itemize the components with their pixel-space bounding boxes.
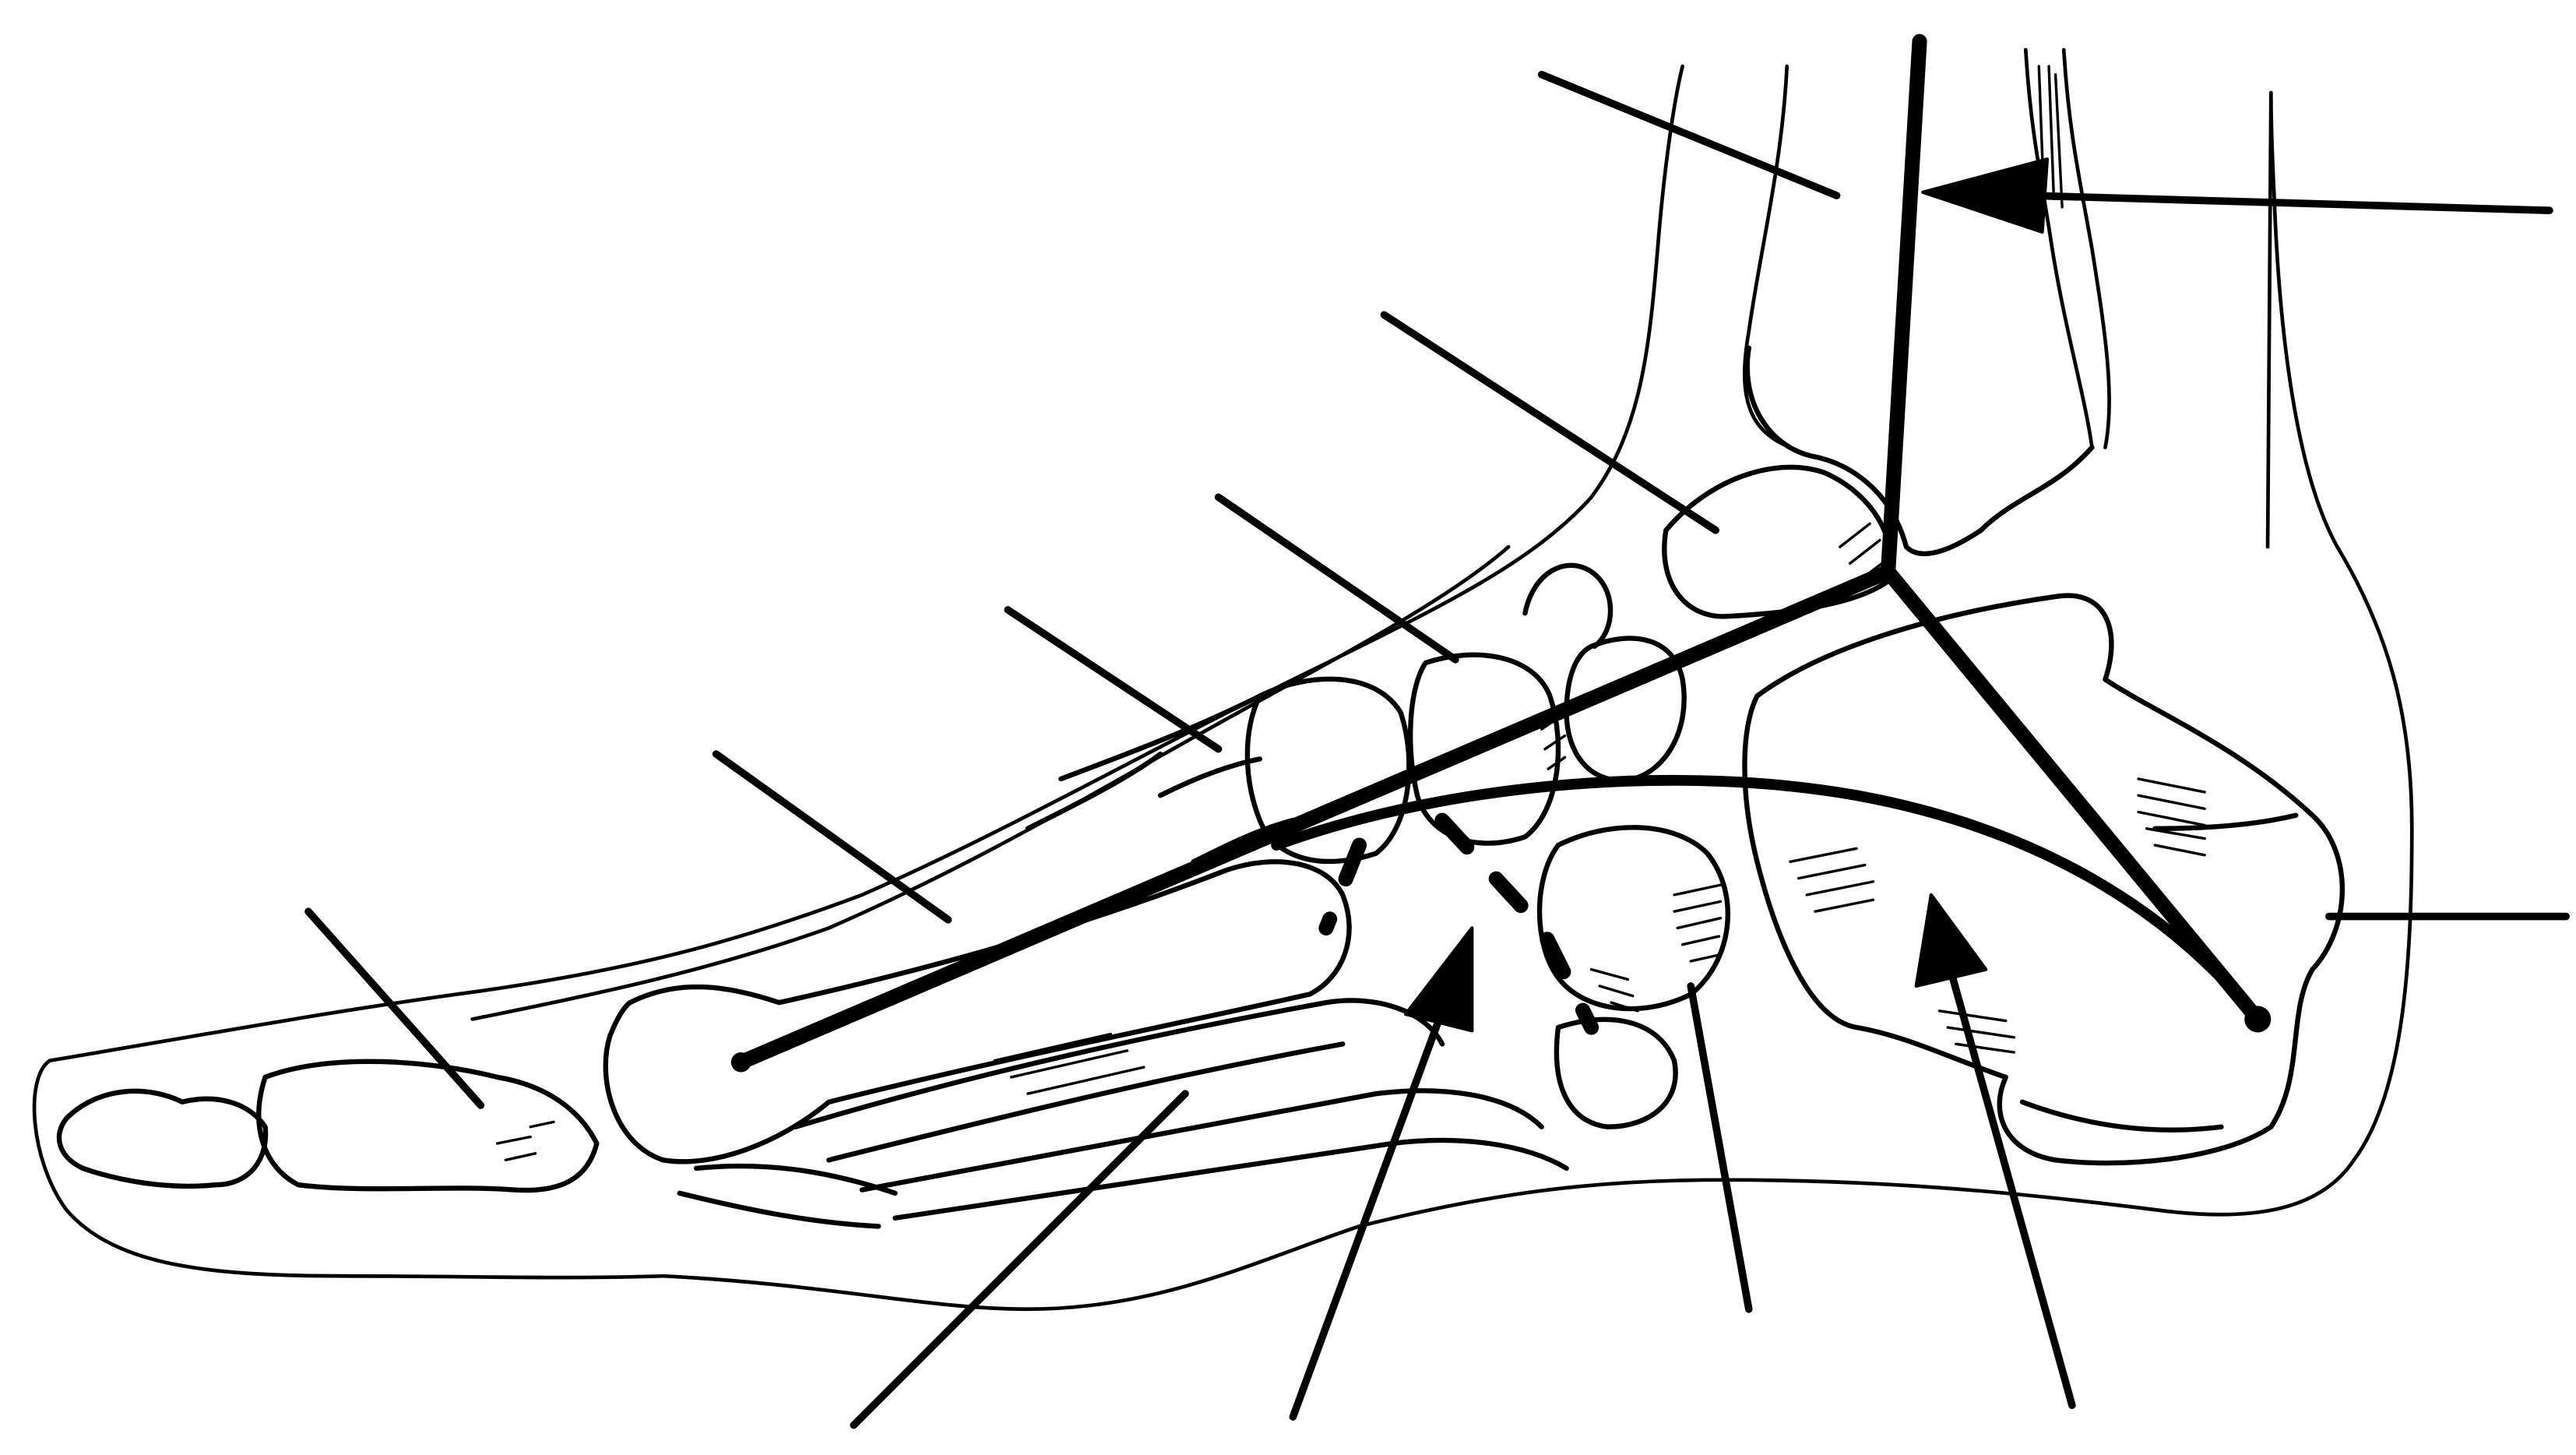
arrowhead-midfoot — [1404, 926, 1474, 1033]
vertical-axis-line — [1881, 33, 1927, 580]
posterior-axis-line — [1881, 564, 2265, 1027]
leader-line-1 — [1537, 70, 1841, 199]
arch-axes — [730, 33, 2272, 1073]
bones — [56, 345, 2345, 1229]
leader-line-3 — [1214, 493, 1459, 664]
label-leaders — [304, 70, 2571, 1429]
skin-outline — [32, 48, 2414, 1312]
leader-line-4 — [1004, 606, 1223, 753]
axis-end-dot-toe — [730, 1052, 751, 1073]
anterior-axis-line — [733, 564, 1896, 1070]
arrowhead-heel — [1914, 893, 1988, 988]
arrow-shaft-heel — [1948, 974, 2076, 1409]
leader-line-6 — [304, 907, 485, 1109]
arrowhead-leg — [1921, 157, 2050, 234]
arrow-shaft-midfoot — [1289, 1007, 1446, 1421]
arrow-shaft-leg — [2026, 192, 2553, 214]
transverse-joint-dashed-line — [1318, 837, 1367, 936]
leader-line-2 — [1380, 311, 1719, 534]
leader-line-7 — [850, 1090, 1189, 1429]
arrowheads — [1404, 157, 2050, 1033]
leader-line-8 — [1687, 982, 1753, 1313]
arch-curve — [1271, 774, 2264, 1025]
axis-end-dot-heel — [2244, 1006, 2272, 1033]
leader-line-5 — [712, 750, 952, 924]
